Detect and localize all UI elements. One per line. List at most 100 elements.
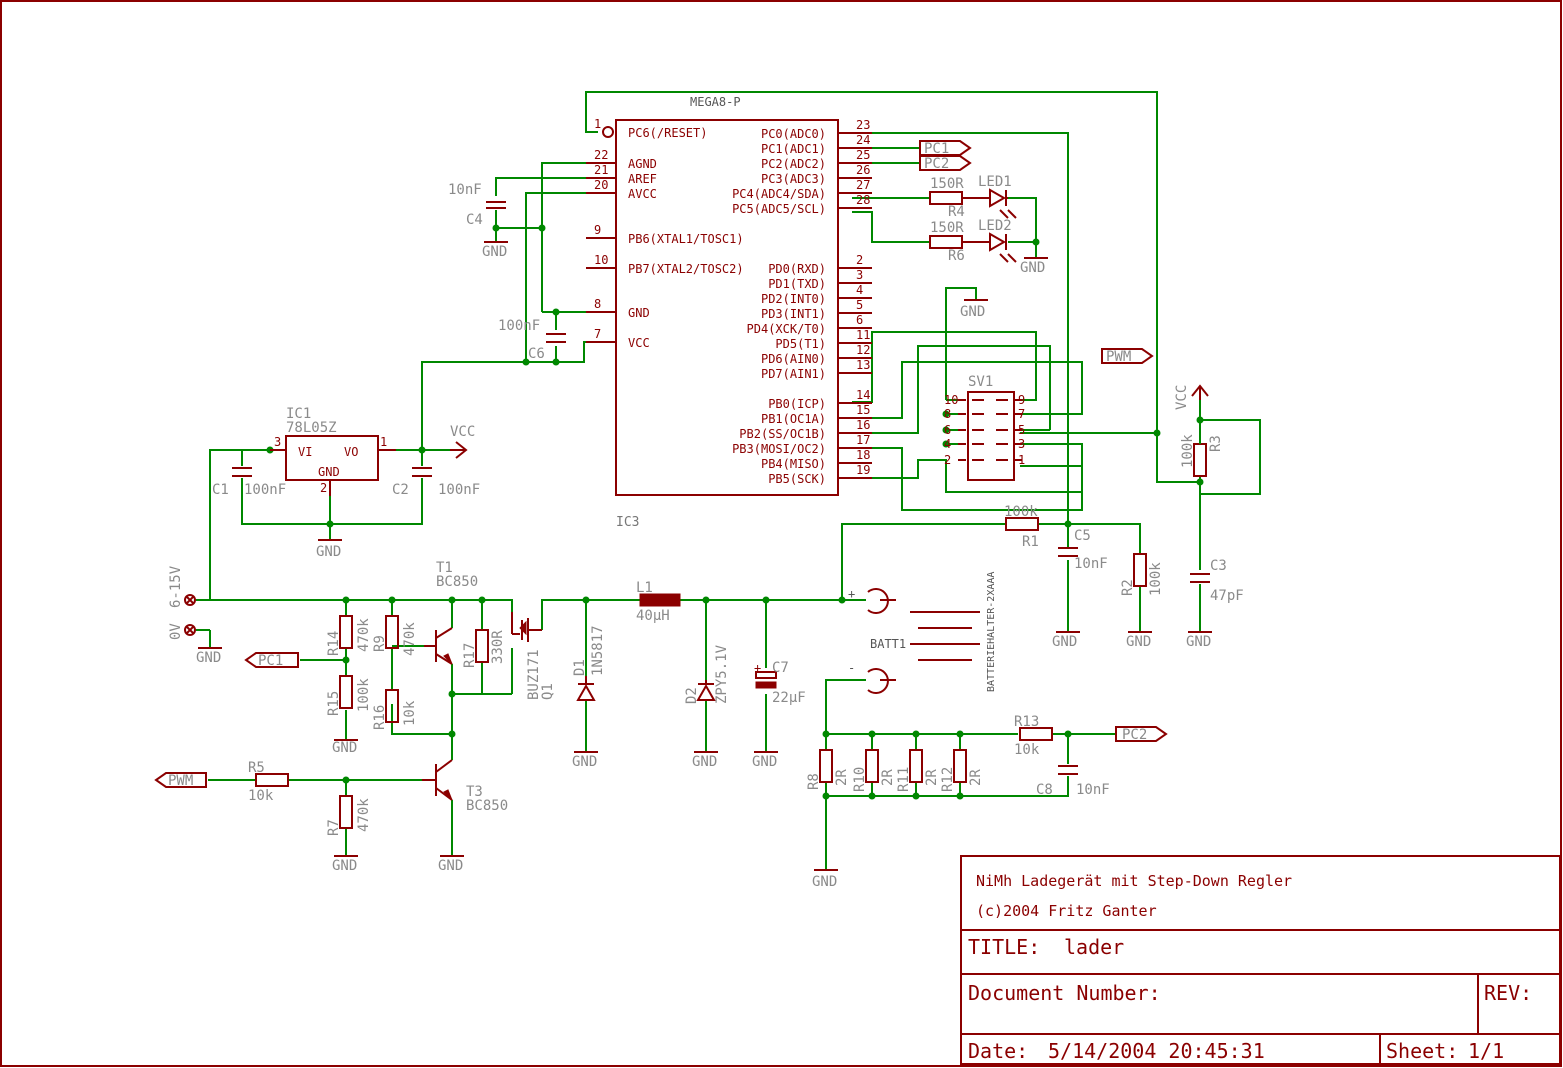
r17-name: R17 <box>462 643 478 668</box>
r11-value: 2R <box>924 769 940 786</box>
ic3-right-pin-num: 4 <box>856 283 863 297</box>
svg-text:PC1: PC1 <box>258 653 283 669</box>
ic3-left-pin-label: PB7(XTAL2/TOSC2) <box>628 262 744 276</box>
svg-text:+: + <box>848 587 855 601</box>
ic3-right-pin-num: 17 <box>856 433 870 447</box>
t3-name: T3 <box>466 784 483 800</box>
svg-text:GND: GND <box>1126 634 1151 650</box>
c6-value: 100nF <box>498 318 540 334</box>
led2-name: LED2 <box>978 218 1012 234</box>
c3-name: C3 <box>1210 558 1227 574</box>
svg-text:GND: GND <box>1186 634 1211 650</box>
svg-text:GND: GND <box>316 544 341 560</box>
ic3-right-pin-label: PD4(XCK/T0) <box>747 322 826 336</box>
svg-text:PC2: PC2 <box>1122 727 1147 743</box>
sv1-pin-num: 9 <box>1018 393 1025 407</box>
sv1-pin-num: 3 <box>1018 437 1025 451</box>
ic3-name: IC3 <box>616 515 639 530</box>
ic3-value: MEGA8-P <box>690 95 741 109</box>
resistor-symbols <box>255 191 1207 829</box>
svg-text:PC1: PC1 <box>924 141 949 157</box>
transistor-symbols <box>422 612 542 801</box>
c2-value: 100nF <box>438 482 480 498</box>
sv1-pin-num: 7 <box>1018 407 1025 421</box>
sv1-pin-num: 4 <box>944 437 951 451</box>
document-number-label: Document Number: <box>968 981 1161 1005</box>
svg-text:GND: GND <box>1020 260 1045 276</box>
ic3-left-pin-label: GND <box>628 306 650 320</box>
sv1-pin-num: 6 <box>944 423 951 437</box>
rev-label: REV: <box>1484 981 1532 1005</box>
svg-text:GND: GND <box>692 754 717 770</box>
svg-text:PWM: PWM <box>1106 349 1131 365</box>
r9-name: R9 <box>372 635 388 652</box>
led-symbols <box>989 188 1017 263</box>
vcc-symbols <box>450 384 1209 459</box>
r16-name: R16 <box>372 705 388 730</box>
l1-value: 40µH <box>636 608 670 624</box>
ic3-right-pin-num: 13 <box>856 358 870 372</box>
r13-value: 10k <box>1014 742 1040 758</box>
ic1-pin-in: 3 <box>274 435 281 449</box>
svg-text:GND: GND <box>1052 634 1077 650</box>
title-block: NiMh Ladegerät mit Step-Down Regler (c)2… <box>960 855 1561 1065</box>
title-line1: NiMh Ladegerät mit Step-Down Regler <box>976 872 1292 890</box>
d1-name: D1 <box>572 659 588 676</box>
sv1-pin-num: 10 <box>944 393 958 407</box>
ic1-regulator[interactable]: VI VO GND 3 1 2 IC1 78L05Z <box>270 406 396 496</box>
c3-value: 47pF <box>1210 588 1244 604</box>
svg-text:VCC: VCC <box>1174 385 1190 410</box>
c8-name: C8 <box>1036 782 1053 798</box>
led1-name: LED1 <box>978 174 1012 190</box>
ic3-left-pin-num: 20 <box>594 178 608 192</box>
r15-value: 100k <box>356 678 372 712</box>
ic3-mega8[interactable]: MEGA8-P IC3 1PC6(/RESET)22AGND21AREF20AV… <box>586 95 872 530</box>
ic3-right-pin-num: 24 <box>856 133 870 147</box>
r3-name: R3 <box>1208 435 1224 452</box>
battery-symbol <box>867 588 980 694</box>
c1-name: C1 <box>212 482 229 498</box>
ic3-right-pin-label: PB3(MOSI/OC2) <box>732 442 826 456</box>
ic3-right-pin-num: 6 <box>856 313 863 327</box>
r5-name: R5 <box>248 760 265 776</box>
sv1-name: SV1 <box>968 374 993 390</box>
ic3-right-pin-label: PB1(OC1A) <box>761 412 826 426</box>
ic3-left-pin-num: 8 <box>594 297 601 311</box>
r7-name: R7 <box>326 819 342 836</box>
ic3-right-pin-label: PB0(ICP) <box>768 397 826 411</box>
r10-name: R10 <box>852 767 868 792</box>
l1-name: L1 <box>636 580 653 596</box>
ic3-left-pin-label: AVCC <box>628 187 657 201</box>
ic1-name: IC1 <box>286 406 311 422</box>
ic3-right-pin-label: PD3(INT1) <box>761 307 826 321</box>
ic3-left-pin-label: PB6(XTAL1/TOSC1) <box>628 232 744 246</box>
sv1-pin-num: 2 <box>944 453 951 467</box>
capacitor-symbols: + <box>232 201 1210 775</box>
ic3-right-pin-num: 5 <box>856 298 863 312</box>
c2-name: C2 <box>392 482 409 498</box>
batt1-name: BATT1 <box>870 637 906 651</box>
r6-value: 150R <box>930 220 964 236</box>
ic3-left-pin-num: 1 <box>594 117 601 131</box>
q1-value: BUZ171 <box>526 649 542 700</box>
q1-name: Q1 <box>540 683 556 700</box>
ic3-left-pin-label: VCC <box>628 336 650 350</box>
svg-text:-: - <box>848 661 855 675</box>
ic3-right-pin-label: PD6(AIN0) <box>761 352 826 366</box>
c7-value: 22µF <box>772 690 806 706</box>
r15-name: R15 <box>326 691 342 716</box>
c4-name: C4 <box>466 212 483 228</box>
ic3-right-pin-label: PC0(ADC0) <box>761 127 826 141</box>
svg-text:PWM: PWM <box>168 773 193 789</box>
svg-text:GND: GND <box>482 244 507 260</box>
r14-name: R14 <box>326 631 342 656</box>
svg-text:+: + <box>754 661 761 675</box>
r12-value: 2R <box>968 769 984 786</box>
ic3-right-pin-num: 27 <box>856 178 870 192</box>
r11-name: R11 <box>896 767 912 792</box>
ic1-gnd: GND <box>318 465 340 479</box>
ic1-vo: VO <box>344 445 358 459</box>
ic3-right-pin-num: 26 <box>856 163 870 177</box>
